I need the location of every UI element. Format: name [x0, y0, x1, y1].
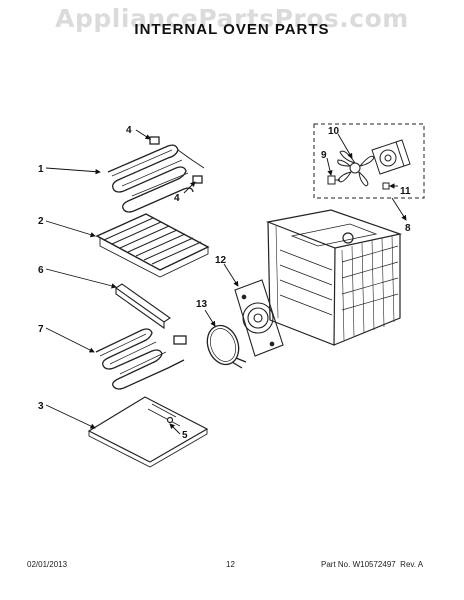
callout-1: 1 — [38, 164, 44, 175]
terminal-screw-icon — [149, 136, 160, 145]
leader-lines — [45, 129, 407, 435]
callout-8: 8 — [405, 223, 411, 234]
callout-9: 9 — [321, 150, 327, 161]
oven-cavity — [265, 209, 403, 346]
callout-3: 3 — [38, 401, 44, 412]
callout-5: 5 — [182, 430, 188, 441]
watermark: AppliancePartsPros.com — [55, 4, 409, 33]
callout-11: 11 — [400, 186, 411, 197]
fan-motor-assembly — [313, 123, 425, 199]
fan-blade-icon — [337, 150, 375, 187]
callout-7: 7 — [38, 324, 44, 335]
footer-revision: Rev. A — [400, 560, 424, 569]
bake-element — [95, 328, 187, 390]
callout-2: 2 — [38, 216, 44, 227]
oven-rack — [95, 213, 210, 278]
callout-10: 10 — [328, 126, 340, 137]
fan-motor-icon — [371, 139, 411, 190]
convection-element — [206, 324, 247, 369]
callout-4-bottom: 4 — [174, 193, 180, 204]
bottom-panel — [87, 396, 209, 468]
callout-4-top: 4 — [126, 125, 132, 136]
footer-page-number: 12 — [226, 560, 235, 569]
page-title: INTERNAL OVEN PARTS — [134, 21, 330, 38]
screw-icon — [166, 416, 174, 424]
footer-date: 02/01/2013 — [27, 560, 68, 569]
callout-13: 13 — [196, 299, 208, 310]
terminal-screw-icon — [192, 175, 203, 184]
broil-element — [107, 136, 205, 213]
footer-part-no: Part No. W10572497 — [321, 560, 396, 569]
callout-12: 12 — [215, 255, 227, 266]
callout-6: 6 — [38, 265, 44, 276]
footer-part-number: Part No. W10572497 Rev. A — [321, 560, 423, 569]
convection-fan-cover — [234, 279, 284, 357]
rack-slide — [115, 283, 171, 330]
